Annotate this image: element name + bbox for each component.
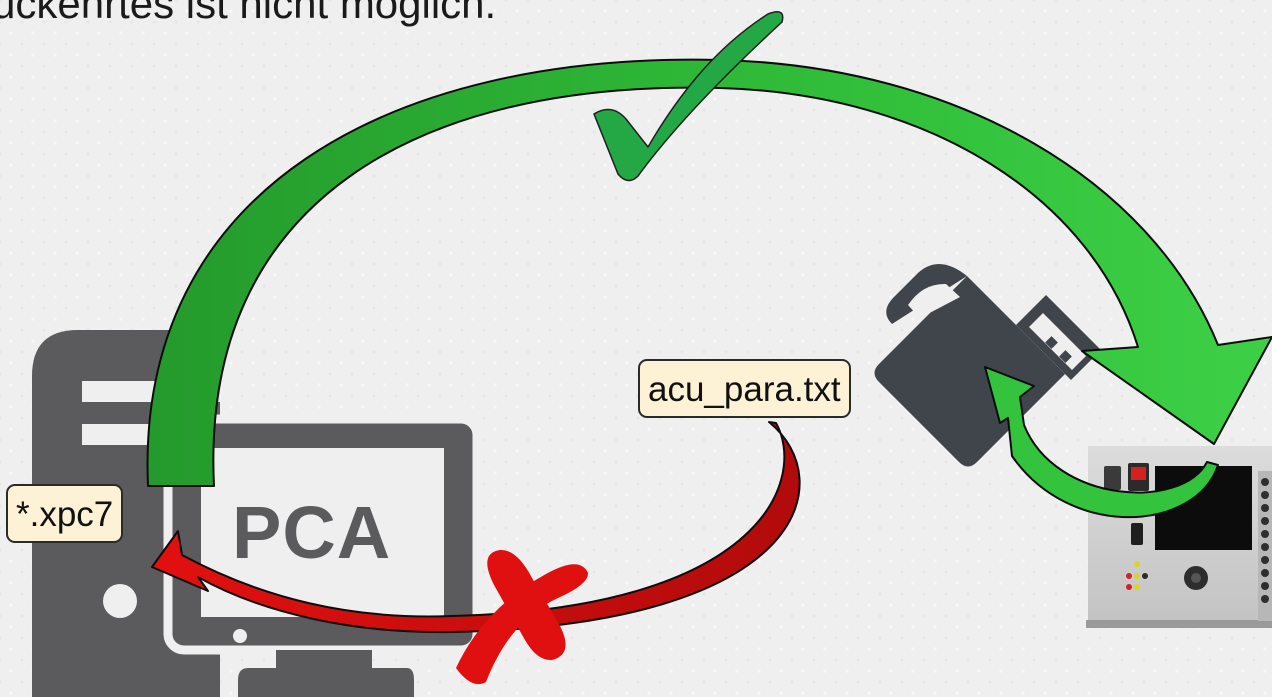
xpc7-file-label: *.xpc7 (6, 484, 124, 543)
caption-text: ückehrtes ist nicht möglich. (0, 0, 497, 27)
computer-screen-text: PCA (232, 491, 392, 574)
transfer-arrow-green (146, 58, 1272, 487)
usb-stick-icon (874, 264, 1101, 467)
control-unit-device (1086, 446, 1272, 628)
return-arrow-red (151, 421, 801, 634)
check-mark-icon (593, 11, 784, 182)
acu-para-file-label: acu_para.txt (638, 359, 851, 418)
cross-mark-icon (456, 549, 589, 685)
device-to-usb-arrow (984, 366, 1219, 519)
